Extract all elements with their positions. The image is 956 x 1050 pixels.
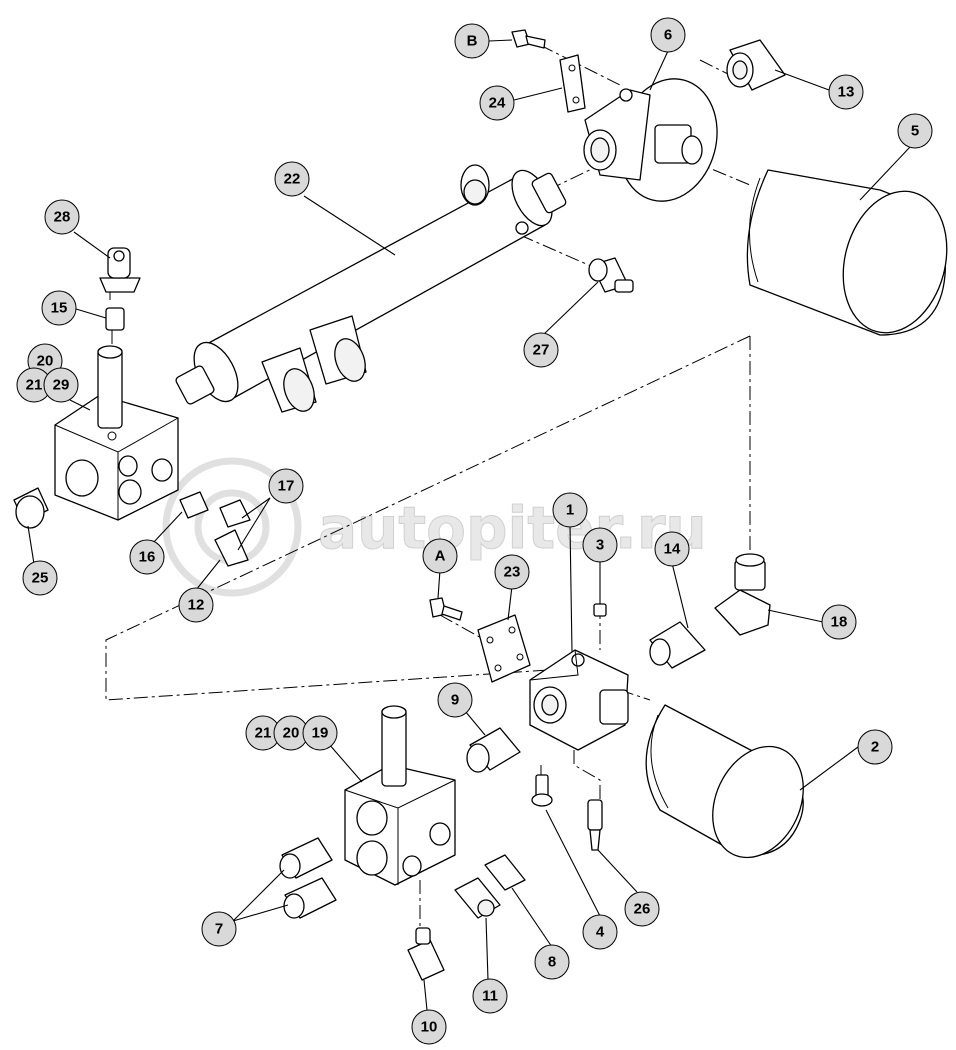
callout-7: 7 <box>201 911 237 947</box>
elbow-fitting-10 <box>407 927 445 981</box>
callout-b-label: B <box>467 33 478 50</box>
callout-26-label: 26 <box>634 901 651 918</box>
callout-29-label: 29 <box>53 377 70 394</box>
filter-cartridge-5 <box>746 169 948 336</box>
callout-19: 19 <box>302 715 338 751</box>
callout-12: 12 <box>178 587 214 623</box>
callout-23: 23 <box>494 554 530 590</box>
valve-block-19 <box>344 705 456 886</box>
callout-21-lower-label: 21 <box>255 725 272 742</box>
fittings-7 <box>279 837 337 919</box>
callout-3-label: 3 <box>596 537 604 554</box>
callout-22-label: 22 <box>284 171 301 188</box>
callout-28-label: 28 <box>54 209 71 226</box>
filter-cartridge-2 <box>645 704 804 859</box>
callout-8-label: 8 <box>548 954 556 971</box>
watermark: autopiter.ru <box>162 457 707 597</box>
callout-17-label: 17 <box>278 478 295 495</box>
fitting-11 <box>454 877 501 919</box>
callout-7-label: 7 <box>215 921 223 938</box>
callout-5: 5 <box>897 113 933 149</box>
sensor-27 <box>588 257 634 293</box>
fittings-16-17-12 <box>179 491 251 567</box>
callout-24: 24 <box>479 85 515 121</box>
watermark-text: autopiter.ru <box>318 494 707 562</box>
fitting-14 <box>649 621 706 669</box>
adapter-15 <box>105 307 125 331</box>
callout-3: 3 <box>582 527 618 563</box>
callout-22: 22 <box>274 161 310 197</box>
plug-25 <box>13 487 49 529</box>
sensor-28 <box>99 247 141 293</box>
callout-23-label: 23 <box>504 564 521 581</box>
callout-27-label: 27 <box>533 342 550 359</box>
callout-21-upper: 21 <box>16 367 52 403</box>
callout-6: 6 <box>650 17 686 53</box>
callout-15-label: 15 <box>51 300 68 317</box>
callout-20-upper-label: 20 <box>37 353 54 370</box>
callout-26: 26 <box>624 891 660 927</box>
callout-4: 4 <box>582 914 618 950</box>
callout-20-lower-label: 20 <box>283 725 300 742</box>
plate-23 <box>477 614 531 683</box>
callout-2: 2 <box>857 729 893 765</box>
callout-28: 28 <box>44 199 80 235</box>
valve-housing-1 <box>529 649 629 751</box>
callout-19-label: 19 <box>312 725 329 742</box>
callout-16-label: 16 <box>139 549 156 566</box>
callout-11: 11 <box>472 978 508 1014</box>
callout-4-label: 4 <box>596 924 605 941</box>
callout-20-lower: 20 <box>273 715 309 751</box>
callout-17: 17 <box>268 468 304 504</box>
fitting-8 <box>484 854 526 891</box>
callout-10-label: 10 <box>421 1019 438 1036</box>
valve-block-29 <box>54 345 179 521</box>
bolt-b <box>511 29 546 49</box>
callout-25: 25 <box>22 560 58 596</box>
callout-14: 14 <box>654 531 690 567</box>
callout-12-label: 12 <box>188 597 205 614</box>
callout-13: 13 <box>828 74 864 110</box>
callout-21-upper-label: 21 <box>26 377 43 394</box>
callout-6-label: 6 <box>664 27 672 44</box>
filter-head-6 <box>583 78 718 202</box>
callout-24-label: 24 <box>489 95 506 112</box>
callout-1: 1 <box>552 492 588 528</box>
plug-3 <box>593 603 607 617</box>
fitting-13 <box>726 39 786 91</box>
sensor-4 <box>531 774 553 807</box>
sensor-26 <box>587 799 603 851</box>
callout-16: 16 <box>129 539 165 575</box>
callout-11-label: 11 <box>482 988 498 1005</box>
leader-lines <box>27 39 911 1011</box>
callout-2-label: 2 <box>871 739 879 756</box>
callout-8: 8 <box>534 944 570 980</box>
callout-13-label: 13 <box>838 84 855 101</box>
callout-27: 27 <box>523 332 559 368</box>
tube-22 <box>175 164 567 413</box>
callout-14-label: 14 <box>664 541 681 558</box>
callout-9-label: 9 <box>451 692 459 709</box>
elbow-fitting-18 <box>714 553 771 636</box>
callout-a: A <box>422 538 458 574</box>
callout-1-label: 1 <box>566 502 574 519</box>
callout-29: 29 <box>43 367 79 403</box>
callout-b: B <box>454 23 490 59</box>
bracket-24 <box>559 54 586 113</box>
callout-10: 10 <box>411 1009 447 1045</box>
callout-9: 9 <box>437 682 473 718</box>
callout-a-label: A <box>435 548 446 565</box>
fitting-9 <box>466 727 521 773</box>
bolt-a <box>429 597 463 621</box>
callout-18-label: 18 <box>831 614 848 631</box>
callout-5-label: 5 <box>911 123 919 140</box>
callout-25-label: 25 <box>32 570 49 587</box>
callout-15: 15 <box>41 290 77 326</box>
callout-18: 18 <box>821 604 857 640</box>
